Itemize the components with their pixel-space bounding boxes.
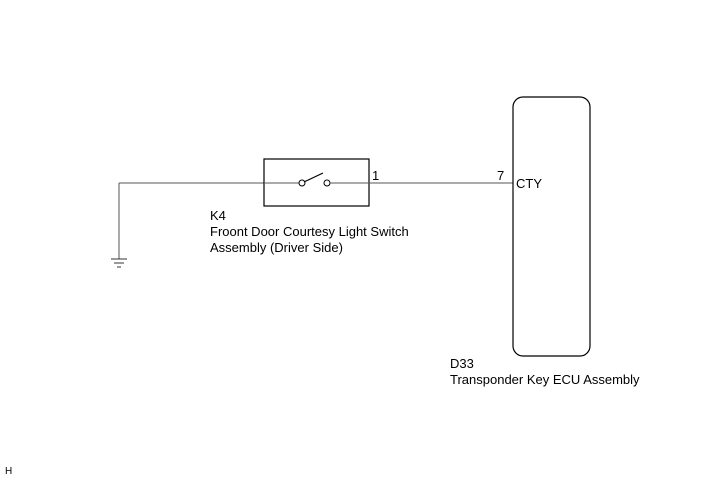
switch-contact-right <box>323 179 331 187</box>
ecu-code-label: D33 <box>450 356 474 371</box>
ecu-pin-label: 7 <box>497 168 504 183</box>
switch-name-line2: Assembly (Driver Side) <box>210 240 343 255</box>
switch-blade <box>303 172 324 183</box>
switch-pin-label: 1 <box>372 168 379 183</box>
ecu-box <box>512 96 591 357</box>
ground-symbol <box>111 183 127 268</box>
courtesy-switch <box>263 158 370 207</box>
ecu-name-label: Transponder Key ECU Assembly <box>450 372 640 387</box>
switch-code-label: K4 <box>210 208 226 223</box>
switch-name-line1: Froont Door Courtesy Light Switch <box>210 224 409 239</box>
switch-contact-left <box>298 179 306 187</box>
ecu-terminal-label: CTY <box>516 176 542 191</box>
corner-mark: H <box>5 466 12 477</box>
